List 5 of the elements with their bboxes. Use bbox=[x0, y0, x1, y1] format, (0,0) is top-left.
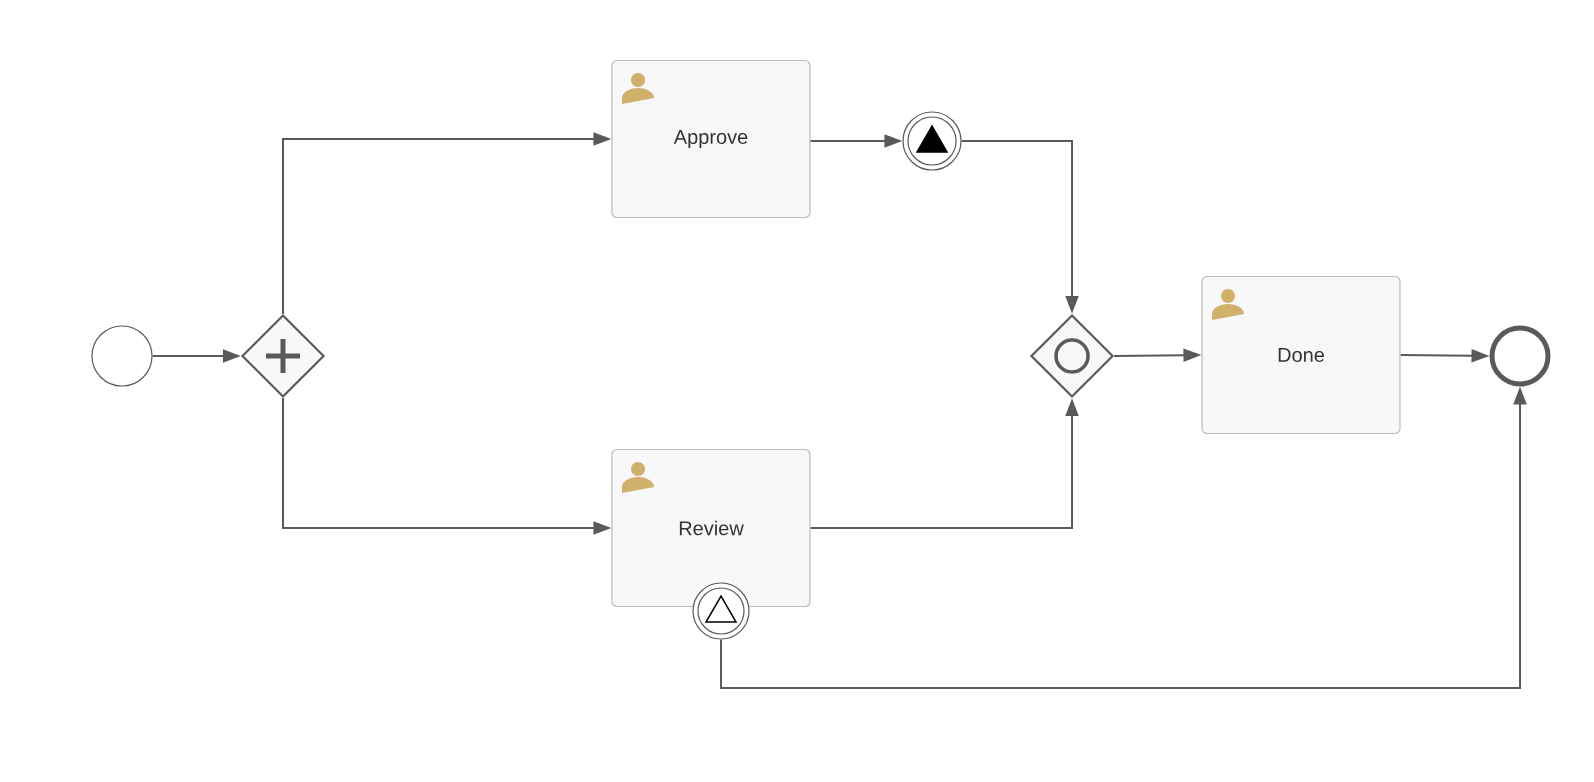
event-circle bbox=[1489, 325, 1551, 387]
event-circle bbox=[91, 325, 153, 387]
task-box: Done bbox=[1201, 275, 1401, 435]
task-box: Review bbox=[611, 448, 811, 608]
task-box: Approve bbox=[611, 59, 811, 219]
